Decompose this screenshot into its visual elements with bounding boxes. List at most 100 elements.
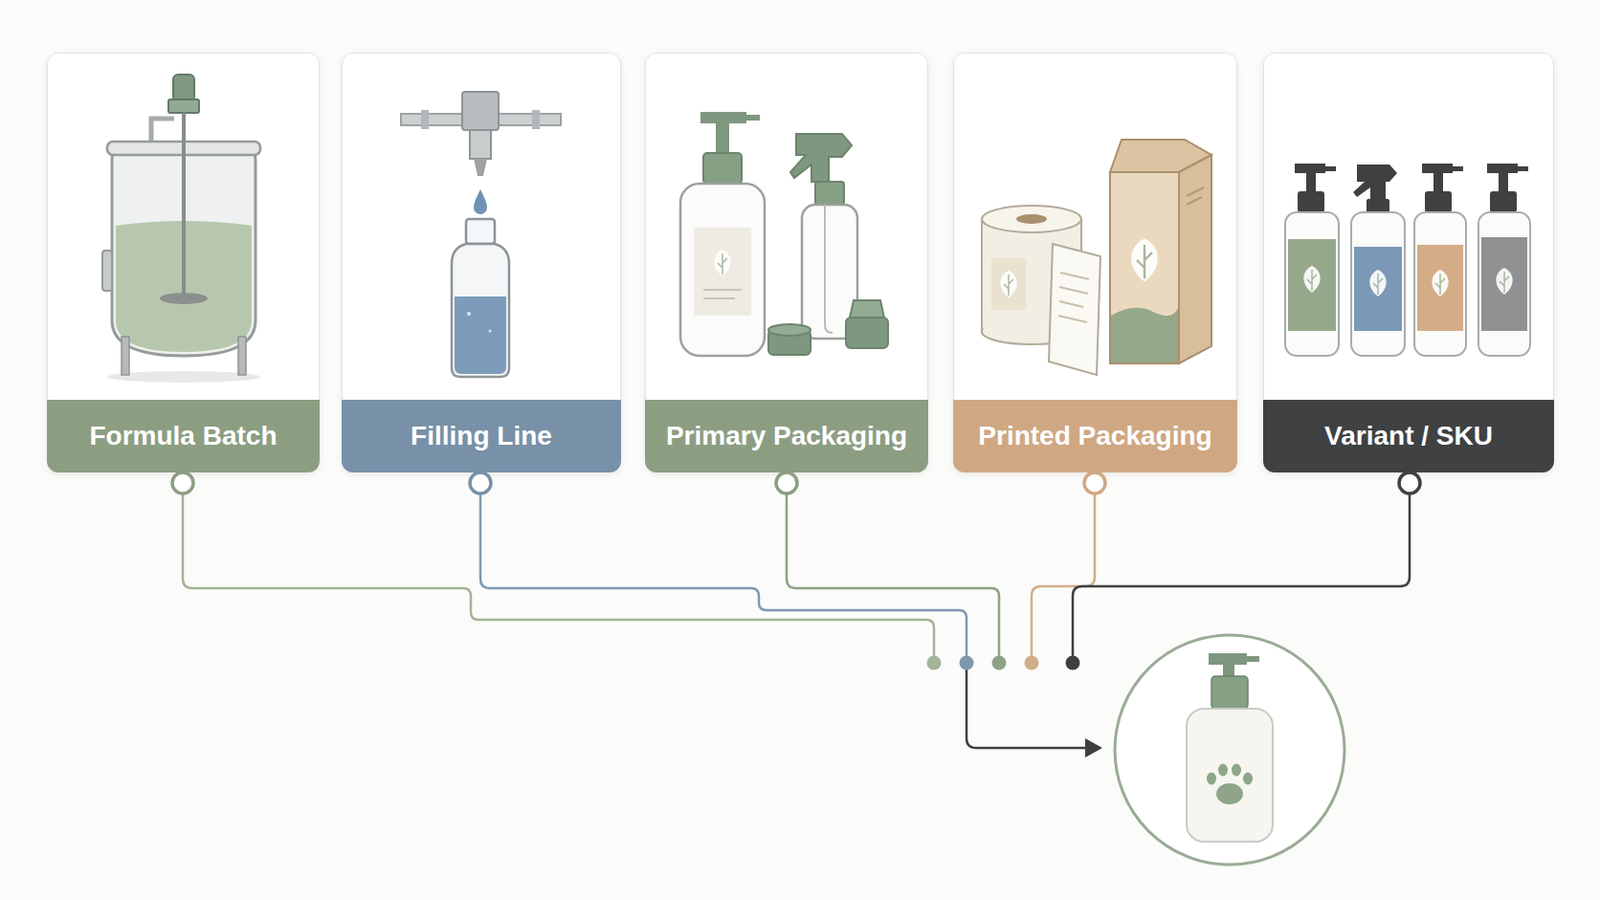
label-line <box>1059 287 1089 294</box>
nozzle-head <box>462 91 499 131</box>
printed-packaging-art <box>981 139 1212 376</box>
card-band: Filling Line <box>341 400 622 473</box>
final-product <box>1114 635 1345 866</box>
card-band: Primary Packaging <box>644 400 929 473</box>
box-front <box>1110 172 1179 364</box>
cap <box>845 317 889 349</box>
paw-pad <box>1216 783 1244 805</box>
bottle <box>1478 212 1531 356</box>
process-card: Primary Packaging <box>644 52 929 473</box>
process-card: Filling Line <box>341 52 622 473</box>
process-card: Printed Packaging <box>953 52 1238 473</box>
flip-lid <box>849 300 885 318</box>
card-band: Printed Packaging <box>953 400 1238 473</box>
pipe-joint <box>421 110 429 130</box>
spray-trigger <box>790 133 852 182</box>
port-ring <box>1084 472 1106 494</box>
pump-head <box>1294 163 1336 174</box>
pump-stem <box>1306 173 1316 195</box>
bottle-label <box>693 227 752 316</box>
agitator-shaft <box>181 112 186 297</box>
shadow <box>107 371 261 383</box>
card-label: Printed Packaging <box>977 421 1212 452</box>
pump-collar <box>703 153 742 184</box>
pump-collar <box>1297 191 1325 213</box>
process-card: Variant / SKU <box>1263 52 1555 473</box>
variant-bottles <box>1285 163 1531 356</box>
bottle <box>1414 212 1467 356</box>
pump-stem <box>1433 173 1444 195</box>
paw-print <box>1206 764 1253 806</box>
bubble <box>466 311 471 316</box>
pump-collar <box>1424 191 1452 213</box>
bottle-neck <box>466 219 495 245</box>
pipe-joint <box>532 110 540 130</box>
pump-collar <box>1489 191 1517 213</box>
pump-collar <box>1211 676 1248 710</box>
label-line <box>1059 301 1084 308</box>
label-line <box>1060 272 1089 280</box>
cap-top <box>768 324 811 336</box>
drop <box>473 189 488 215</box>
motor <box>173 74 195 102</box>
merge-dots <box>927 656 1081 671</box>
flow-line <box>1072 493 1410 657</box>
bottle-liquid <box>454 296 507 375</box>
product-circle <box>1114 635 1345 866</box>
box-side <box>1178 155 1212 364</box>
port-ring <box>776 472 798 494</box>
card-label: Formula Batch <box>88 421 277 452</box>
bottle <box>1186 709 1273 843</box>
filling-station <box>400 91 561 378</box>
bottle <box>1285 212 1339 356</box>
primary-packaging-art <box>680 111 889 356</box>
bottle <box>1351 212 1405 356</box>
merge-dot <box>927 656 942 671</box>
process-card: Formula Batch <box>46 52 320 473</box>
card-band: Formula Batch <box>46 400 320 473</box>
card-band: Variant / SKU <box>1263 400 1555 473</box>
flow-line <box>182 493 934 657</box>
spray-neck <box>815 181 845 205</box>
bottle <box>680 183 765 356</box>
arrowhead <box>1085 738 1103 758</box>
flow-line <box>1031 493 1095 657</box>
nozzle-tip <box>473 158 488 177</box>
leg <box>238 336 246 376</box>
flow-arrow-line <box>966 669 1086 749</box>
pump-head <box>1422 163 1464 174</box>
pump-head <box>700 111 760 124</box>
merge-dot <box>959 656 975 671</box>
roll-label <box>991 258 1026 311</box>
card-label: Primary Packaging <box>666 421 908 452</box>
port-ring <box>469 472 491 494</box>
mixing-tank <box>102 74 261 383</box>
merge-dot <box>1066 656 1081 671</box>
card-ground <box>644 52 929 473</box>
bottle-label <box>1354 246 1402 332</box>
roll-hole <box>1016 214 1047 224</box>
rings <box>172 472 1421 494</box>
leg <box>121 336 130 376</box>
label-line <box>703 288 742 291</box>
merge-dot <box>992 656 1007 671</box>
pump-head <box>1487 163 1529 174</box>
motor-base <box>168 99 200 113</box>
bottle <box>451 244 510 378</box>
label-line <box>703 297 735 300</box>
card-label: Variant / SKU <box>1324 421 1493 452</box>
paw-toe <box>1218 764 1228 778</box>
roll-top <box>981 205 1082 233</box>
bottle-label <box>1417 244 1464 332</box>
paw-toe <box>1243 773 1253 786</box>
card-ground <box>46 52 320 473</box>
card-ground <box>1263 52 1555 473</box>
bottle-label <box>1288 239 1336 332</box>
dip-tube <box>824 204 833 334</box>
pump-stem <box>715 123 730 156</box>
peeled-label <box>1048 244 1101 376</box>
box-text-line <box>1186 187 1204 197</box>
card-ground <box>341 52 622 473</box>
spray-trigger <box>1353 164 1398 201</box>
